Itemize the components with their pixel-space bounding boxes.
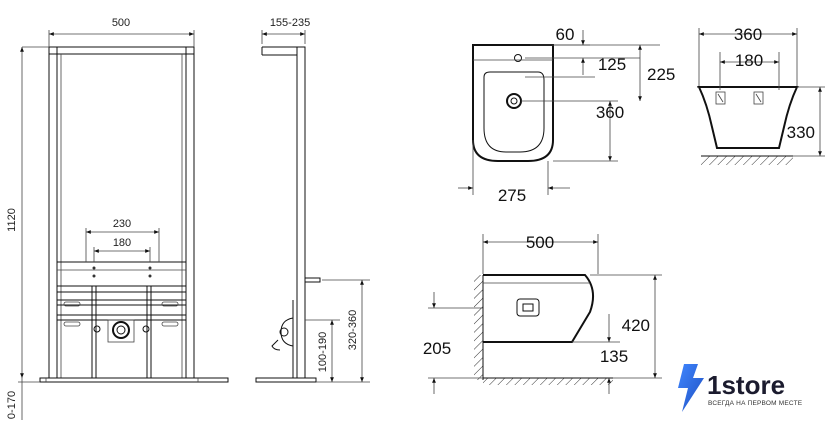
label-bidet-60: 60 — [556, 25, 575, 44]
label-hole-outer: 230 — [113, 218, 131, 230]
label-inlet-height: 100-190 — [317, 332, 329, 372]
lightning-bolt-icon — [678, 364, 704, 412]
label-bidet-360: 360 — [596, 103, 624, 122]
label-frame-height: 1120 — [6, 208, 18, 232]
bidet-back-view — [697, 86, 799, 165]
frame-front-view — [39, 46, 229, 383]
label-bidet-275: 275 — [498, 186, 526, 205]
dim-frame-depth: 155-235 — [261, 17, 310, 44]
dim-frame-width: 500 — [48, 17, 195, 47]
label-foot-range: 0-170 — [6, 391, 18, 419]
label-hole-inner: 180 — [113, 237, 131, 249]
frame-side-view — [255, 46, 321, 383]
label-side-height: 420 — [622, 316, 650, 335]
brand-tagline: ВСЕГДА НА ПЕРВОМ МЕСТЕ — [708, 400, 803, 407]
label-outlet-height: 320-360 — [347, 310, 359, 350]
bidet-side-view — [474, 274, 613, 385]
dim-frame-height: 1120 — [6, 46, 49, 378]
dim-outlet-height: 320-360 — [316, 279, 370, 383]
dim-bidet-top: 60 125 225 360 275 — [458, 25, 675, 205]
label-bidet-125: 125 — [598, 55, 626, 74]
label-bidet-225: 225 — [647, 65, 675, 84]
dim-bidet-back: 360 180 330 — [698, 25, 825, 157]
label-frame-depth: 155-235 — [270, 17, 310, 29]
label-side-135: 135 — [600, 347, 628, 366]
dim-inlet-height: 100-190 — [305, 319, 340, 382]
bidet-top-view — [472, 44, 554, 162]
label-back-width: 360 — [734, 25, 762, 44]
brand-name: 1store — [707, 370, 785, 400]
label-side-205: 205 — [423, 339, 451, 358]
dim-foot-range: 0-170 — [6, 378, 40, 420]
dim-hole-spacing: 230 180 — [85, 218, 160, 262]
dim-bidet-side: 500 420 205 135 — [423, 233, 662, 394]
brand-logo: 1store ВСЕГДА НА ПЕРВОМ МЕСТЕ — [678, 364, 803, 412]
label-back-holes: 180 — [735, 51, 763, 70]
label-side-length: 500 — [526, 233, 554, 252]
label-back-height: 330 — [787, 123, 815, 142]
label-frame-width: 500 — [112, 17, 130, 29]
